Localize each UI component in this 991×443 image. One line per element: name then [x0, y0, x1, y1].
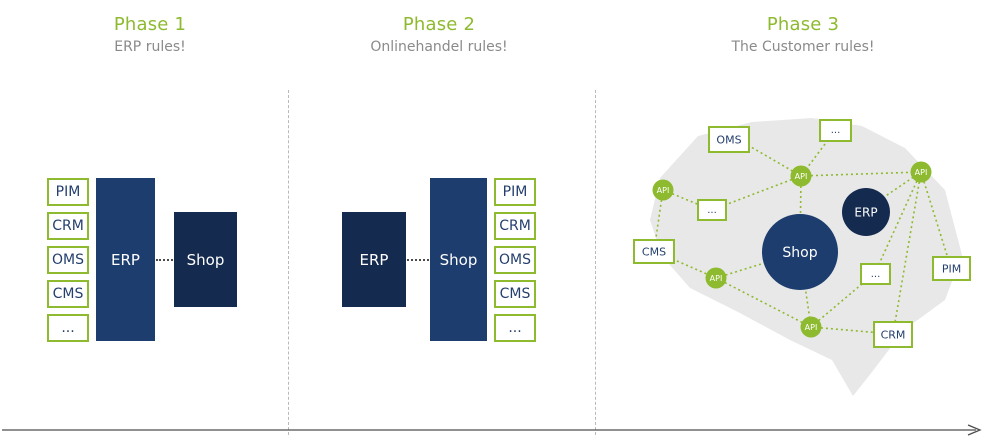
api-node-bottom-left: API: [705, 267, 727, 289]
api-node-right: API: [910, 161, 932, 183]
api-node-bottom-label: API: [805, 323, 818, 332]
phase-3-box-ellipsis-top: ...: [819, 119, 852, 142]
phase-1-module-pim: PIM: [47, 178, 89, 206]
edge-api-low-ellipsis-right: [810, 272, 876, 328]
phase-1-subtitle: ERP rules!: [114, 39, 186, 55]
phase-2-module-crm: CRM: [494, 212, 536, 240]
phase-3-box-ellipsis-left: ...: [697, 199, 727, 221]
api-node-bottom-left-label: API: [710, 274, 723, 283]
phase-1-shop-block: Shop: [174, 212, 237, 307]
phase-1-module-oms: OMS: [47, 246, 89, 274]
phase-1-erp-block: ERP: [96, 178, 155, 341]
edge-api-right-ellipsis-right: [874, 171, 922, 274]
timeline-arrow: [2, 424, 982, 436]
phase-3-box-ellipsis-left-label: ...: [707, 205, 717, 216]
phase-2-module-pim: PIM: [494, 178, 536, 206]
edge-api-low-crm: [810, 326, 894, 335]
phase-1-module-cms: CMS: [47, 280, 89, 308]
edge-api-top-api-right: [800, 171, 922, 177]
phase-3-api-nodes: API API API API API: [652, 161, 932, 338]
phase-2-title: Phase 2: [402, 14, 476, 35]
phase-3-box-oms-label: OMS: [716, 134, 741, 147]
phase-2-erp-block: ERP: [342, 212, 406, 307]
api-node-left: API: [652, 179, 674, 201]
phase-3-box-crm-label: CRM: [881, 329, 906, 342]
phase-3-box-pim: PIM: [932, 256, 971, 281]
phase-2-module-cms: CMS: [494, 280, 536, 308]
phase-3-title: Phase 3: [766, 14, 840, 35]
phase-2-module-more: ...: [494, 314, 536, 342]
phase-2-connector: [407, 259, 429, 261]
phase-2-shop-block: Shop: [430, 178, 487, 341]
phase-2-subtitle: Onlinehandel rules!: [370, 39, 508, 55]
phase-3-erp-label: ERP: [854, 206, 877, 220]
phase-1-module-crm: CRM: [47, 212, 89, 240]
phase-2-module-oms: OMS: [494, 246, 536, 274]
phase-3-box-ellipsis-right: ...: [860, 263, 891, 285]
api-node-bottom: API: [800, 316, 822, 338]
phase-1-connector: [156, 259, 173, 261]
phase-3-shop-node: Shop: [762, 214, 838, 290]
phase-3-box-ellipsis-top-label: ...: [831, 125, 841, 136]
edge-api-top-ellipsis-left: [711, 175, 802, 211]
phase-1-module-more: ...: [47, 314, 89, 342]
phase-3-module-boxes: OMS ... ... CMS ... PIM CRM: [633, 119, 971, 348]
phase-3-shop-label: Shop: [782, 245, 817, 261]
edge-api-right-pim: [920, 171, 952, 269]
api-node-right-label: API: [915, 168, 928, 177]
phase-3-box-pim-label: PIM: [942, 263, 961, 276]
phase-3-erp-node: ERP: [842, 188, 890, 236]
phase-1-title: Phase 1: [113, 14, 187, 35]
phase-3-box-ellipsis-right-label: ...: [871, 269, 881, 280]
api-node-left-label: API: [657, 186, 670, 195]
api-node-top-label: API: [795, 172, 808, 181]
edge-api-left-ellipsis-left: [662, 189, 713, 211]
phase-3-subtitle: The Customer rules!: [731, 39, 875, 55]
phase-3-box-cms: CMS: [633, 239, 675, 264]
phase-divider-1: [288, 90, 289, 435]
api-node-top: API: [790, 165, 812, 187]
phase-3-box-crm: CRM: [873, 321, 913, 348]
phase-3-network-diagram: OMS ... ... CMS ... PIM CRM A: [633, 118, 971, 396]
phase-3-box-cms-label: CMS: [642, 246, 666, 259]
phase-3-box-oms: OMS: [708, 126, 750, 153]
timeline-arrowhead-icon: [967, 424, 982, 436]
phase-divider-2: [595, 90, 596, 435]
